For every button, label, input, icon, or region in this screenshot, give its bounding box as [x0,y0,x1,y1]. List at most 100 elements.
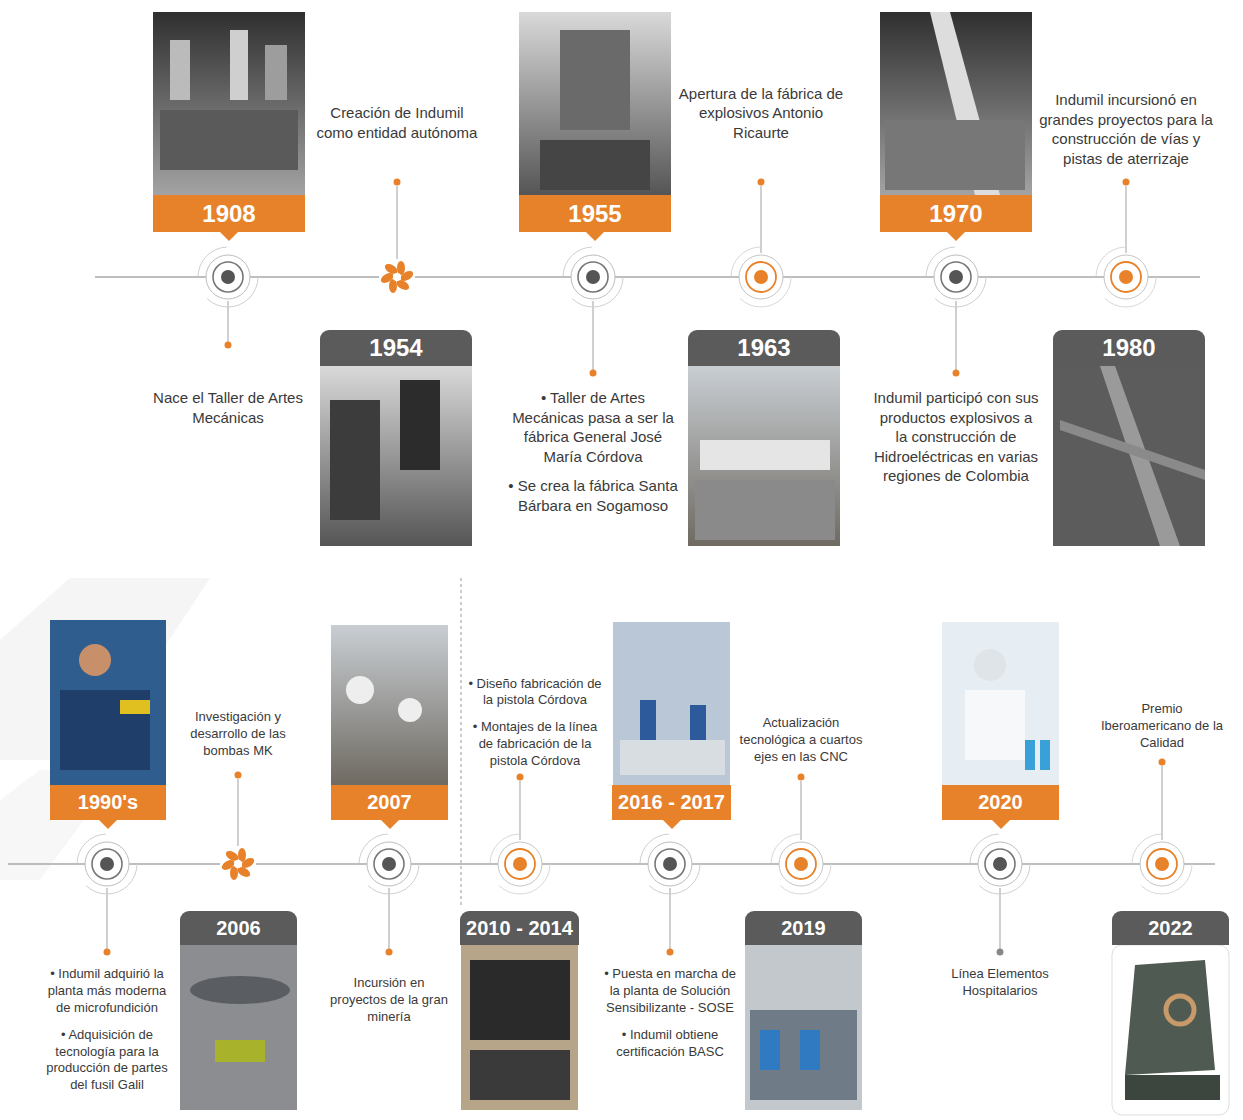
badge-pointer [947,232,965,241]
timeline-marker [563,247,623,307]
year-badge: 2019 [745,911,862,945]
year-text: 1980 [1102,334,1155,362]
year-badge: 1908 [153,195,305,232]
timeline-marker [359,834,419,894]
timeline-marker [1132,834,1192,894]
label-group: Indumil participó con sus productos expl… [872,388,1040,486]
timeline-axis [8,863,1215,865]
badge-pointer [99,820,117,829]
milestone-text: • Diseño fabricación de la pistola Córdo… [467,676,603,710]
timeline-marker [490,834,550,894]
label-group: • Puesta en marcha de la planta de Soluc… [600,966,740,1060]
year-badge: 2006 [180,911,297,945]
label-group: Investigación y desarrollo de las bombas… [176,709,301,760]
year-text: 2010 - 2014 [466,917,573,940]
photo [519,12,671,195]
logo-marker [220,846,256,882]
divider-line [461,578,462,905]
photo [745,945,862,1110]
photo [50,620,166,785]
timeline-axis [95,276,1200,278]
milestone-text: • Taller de Artes Mecánicas pasa a ser l… [504,388,682,466]
badge-pointer [663,820,681,829]
photo [1112,945,1229,1115]
year-badge: 2007 [331,785,448,820]
year-text: 2016 - 2017 [618,791,725,814]
milestone-text: • Indumil adquirió la planta más moderna… [40,966,174,1017]
year-badge: 1963 [688,330,840,366]
milestone-text: Nace el Taller de Artes Mecánicas [148,388,308,427]
year-badge: 2022 [1112,911,1229,945]
photo [688,366,840,546]
timeline-marker [640,834,700,894]
year-badge: 1970 [880,195,1032,232]
label-group: Apertura de la fábrica de explosivos Ant… [674,84,849,143]
photo [461,945,578,1110]
timeline-marker [1096,247,1156,307]
milestone-text: Investigación y desarrollo de las bombas… [176,709,301,760]
year-badge: 2020 [942,785,1059,820]
label-group: Actualización tecnológica a cuartos ejes… [731,715,871,766]
badge-pointer [586,232,604,241]
milestone-text: Apertura de la fábrica de explosivos Ant… [674,84,849,143]
milestone-text: Indumil incursionó en grandes proyectos … [1037,90,1215,168]
photo [1053,366,1205,546]
year-badge: 1980 [1053,330,1205,366]
label-group: Línea Elementos Hospitalarios [935,966,1065,1000]
milestone-text: Línea Elementos Hospitalarios [935,966,1065,1000]
leader-lines [107,186,1162,949]
year-badge: 1955 [519,195,671,232]
badge-pointer [220,232,238,241]
photo [613,622,730,785]
logo-marker [379,259,415,295]
milestone-text: • Montajes de la línea de fabricación de… [467,719,603,770]
photo [880,12,1032,195]
milestone-text: Incursión en proyectos de la gran minerí… [327,975,452,1026]
timeline-marker [731,247,791,307]
year-text: 2007 [367,791,412,814]
milestone-text: Creación de Indumil como entidad autónom… [312,103,482,142]
year-text: 2022 [1148,917,1193,940]
badge-pointer [992,820,1010,829]
year-text: 1954 [369,334,422,362]
photo [942,622,1059,785]
timeline-marker [198,247,258,307]
year-text: 2006 [216,917,261,940]
timeline-marker [77,834,137,894]
badge-pointer [381,820,399,829]
label-group: Nace el Taller de Artes Mecánicas [148,388,308,427]
year-badge: 2016 - 2017 [612,785,731,820]
label-group: • Diseño fabricación de la pistola Córdo… [467,676,603,770]
photo [153,12,305,195]
year-text: 1908 [202,200,255,228]
leader-dots [104,179,1166,956]
milestone-text: • Se crea la fábrica Santa Bárbara en So… [504,476,682,515]
label-group: Incursión en proyectos de la gran minerí… [327,975,452,1026]
label-group: Premio Iberoamericano de la Calidad [1097,701,1227,752]
label-group: • Indumil adquirió la planta más moderna… [40,966,174,1094]
label-group: Creación de Indumil como entidad autónom… [312,103,482,142]
photo [180,945,297,1110]
milestone-text: Actualización tecnológica a cuartos ejes… [731,715,871,766]
photo [331,625,448,785]
year-text: 1990's [78,791,138,814]
milestone-text: Premio Iberoamericano de la Calidad [1097,701,1227,752]
year-text: 1955 [568,200,621,228]
year-text: 2020 [978,791,1023,814]
year-text: 1970 [929,200,982,228]
milestone-text: • Indumil obtiene certificación BASC [600,1027,740,1061]
label-group: Indumil incursionó en grandes proyectos … [1037,90,1215,168]
timeline-marker [926,247,986,307]
timeline-marker [970,834,1030,894]
milestone-text: • Adquisición de tecnología para la prod… [40,1027,174,1095]
milestone-text: • Puesta en marcha de la planta de Soluc… [600,966,740,1017]
label-group: • Taller de Artes Mecánicas pasa a ser l… [504,388,682,515]
photo [320,366,472,546]
year-text: 2019 [781,917,826,940]
year-text: 1963 [737,334,790,362]
year-badge: 1954 [320,330,472,366]
milestone-text: Indumil participó con sus productos expl… [872,388,1040,486]
